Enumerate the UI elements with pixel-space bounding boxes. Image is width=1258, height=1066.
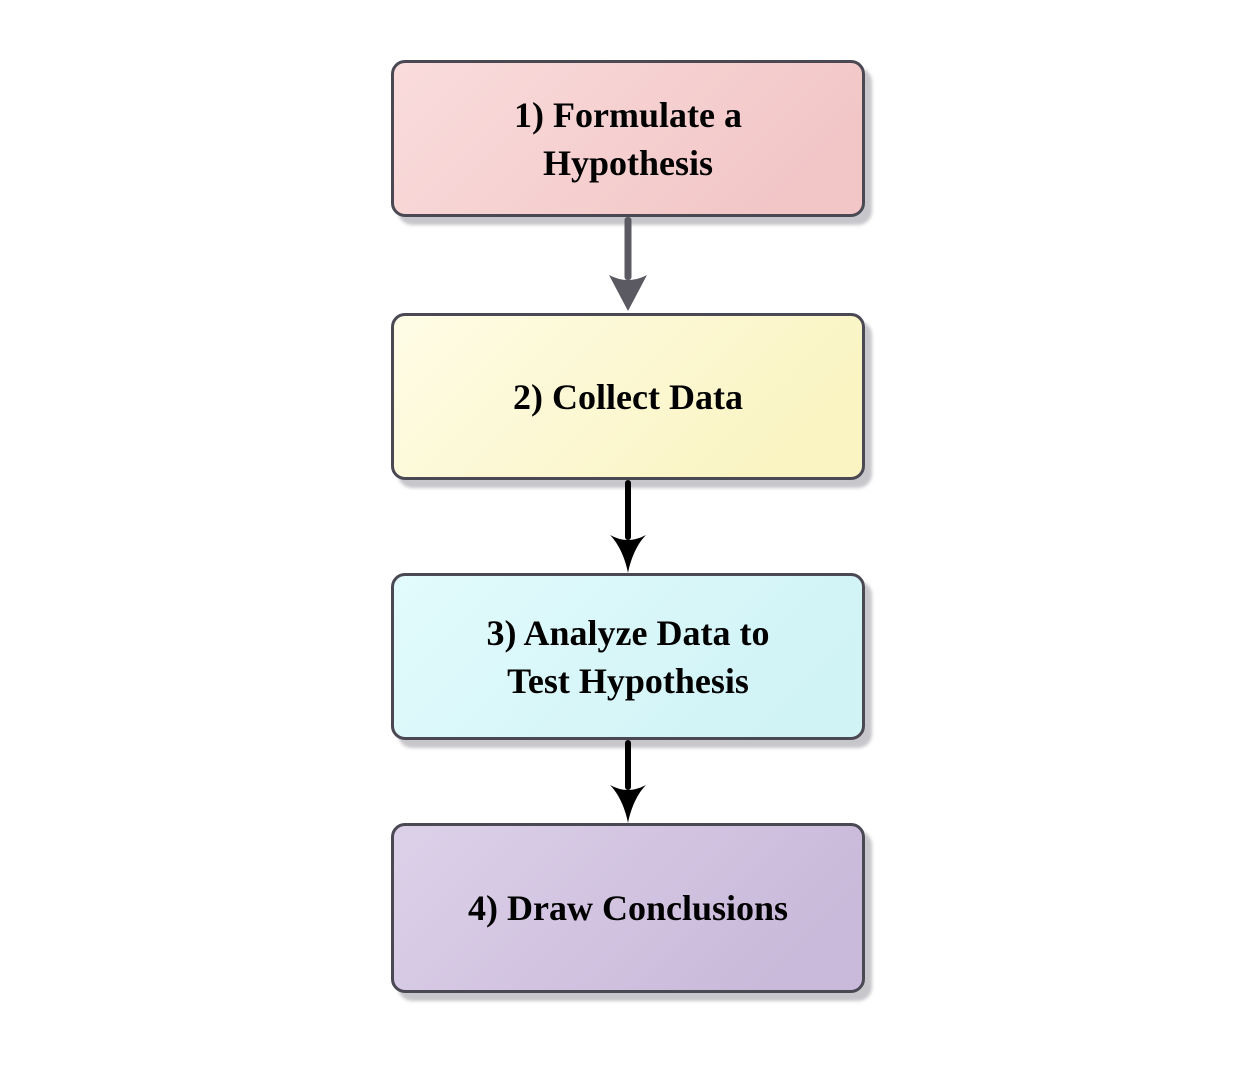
arrow-step2-to-step3-icon: [610, 480, 646, 573]
step-3-box: 3) Analyze Data to Test Hypothesis: [391, 573, 865, 740]
step-4-label: 4) Draw Conclusions: [448, 884, 808, 932]
arrow-step3-to-step4-icon: [610, 740, 646, 823]
step-3-label-line-2: Test Hypothesis: [507, 660, 749, 701]
step-2-label-line-1: 2) Collect Data: [513, 376, 743, 417]
step-1-label-line-2: Hypothesis: [542, 142, 714, 183]
step-3-label: 3) Analyze Data to Test Hypothesis: [467, 609, 790, 705]
step-1-box: 1) Formulate a Hypothesis: [391, 60, 865, 217]
step-3-label-line-1: 3) Analyze Data to: [486, 612, 770, 653]
step-2-label: 2) Collect Data: [493, 373, 763, 421]
step-4-box: 4) Draw Conclusions: [391, 823, 865, 993]
step-1-label: 1) Formulate a Hypothesis: [494, 91, 762, 187]
arrow-step1-to-step2-icon: [609, 217, 647, 311]
step-2-box: 2) Collect Data: [391, 313, 865, 480]
step-4-label-line-1: 4) Draw Conclusions: [467, 888, 789, 928]
step-1-label-line-1: 1) Formulate a: [514, 94, 742, 135]
